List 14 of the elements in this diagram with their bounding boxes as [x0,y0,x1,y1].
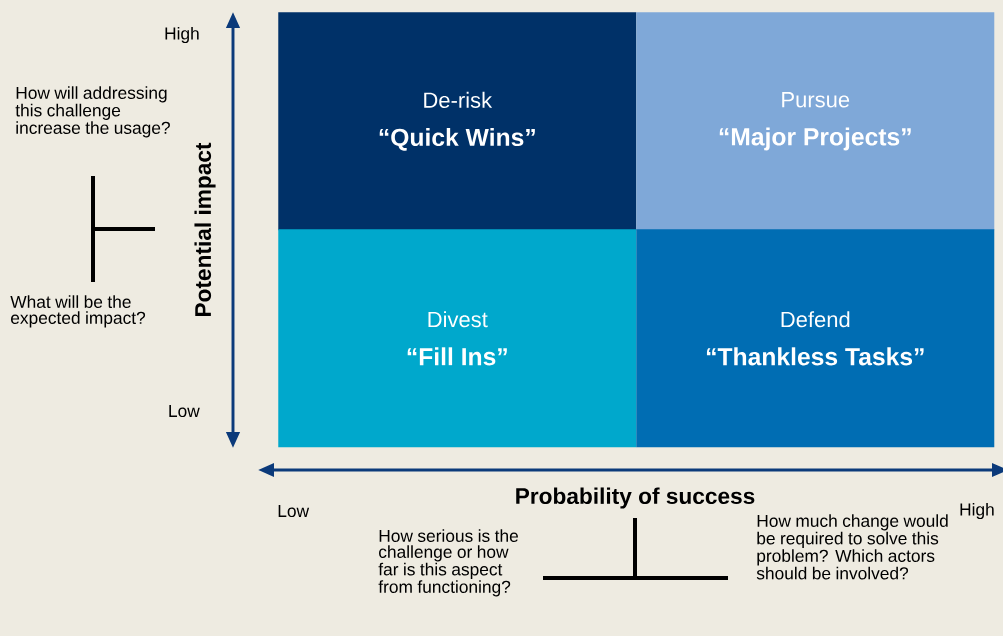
question-text: How much change would be required to solve this problem? Which actors should be involved? [756,514,948,580]
quadrant-box: Pursue “Major Projects” [636,12,995,231]
axis-title: Potential impact [194,142,216,316]
quadrant-box: Defend “Thankless Tasks” [636,229,995,448]
quadrant-box: De-risk “Quick Wins” [278,12,637,231]
question-text: How serious is the challenge or how far is this aspect from functioning? [378,529,518,597]
question-text: How will addressing this challenge increase the usage? [15,86,170,138]
quadrant-box: Divest “Fill Ins” [278,229,637,448]
axis-title: Probability of success [516,487,755,509]
question-text: What will be the expected impact? [10,295,146,328]
axis-end-label: High [960,502,994,520]
axis-end-label: Low [169,404,200,418]
axis-end-label: High [165,26,199,44]
axis-end-label: Low [278,504,310,518]
